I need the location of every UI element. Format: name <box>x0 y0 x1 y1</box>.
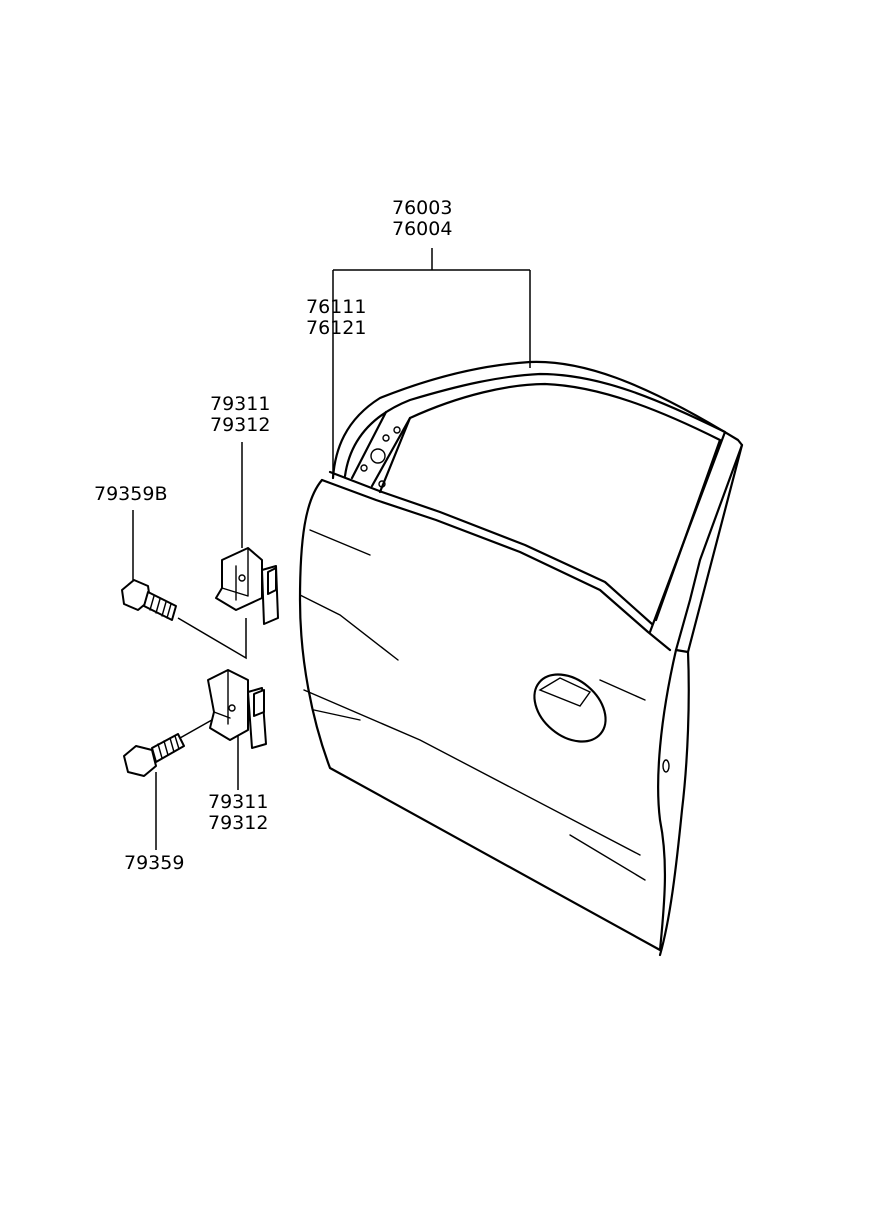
lower-hinge-detail <box>213 669 231 725</box>
frame-hole <box>370 448 386 464</box>
lower-bolt-thread <box>157 735 180 759</box>
upper-hinge <box>215 547 279 625</box>
character-line-lower <box>303 689 641 856</box>
callout-upper-hinge-line2: 79312 <box>210 414 271 436</box>
lower-hinge-hole <box>228 704 236 712</box>
character-line-bottom <box>313 709 361 721</box>
callout-weatherstrip: 76111 76121 <box>306 297 366 339</box>
door-handle-recess <box>533 673 607 743</box>
upper-hinge-hole <box>238 574 246 582</box>
lower-hinge <box>207 669 267 749</box>
upper-hinge-detail <box>221 547 249 601</box>
callout-upper-hinge-line1: 79311 <box>210 393 271 415</box>
frame-hole <box>360 464 368 472</box>
lower-hinge-knuckle <box>253 689 265 717</box>
belt-line-molding <box>320 478 672 652</box>
callout-weatherstrip-line2: 76121 <box>306 317 367 339</box>
callout-lower-hinge-line1: 79311 <box>208 791 269 813</box>
window-frame-outer <box>331 360 744 654</box>
window-glass-edge <box>378 382 722 622</box>
door-handle <box>538 677 592 707</box>
lower-bolt <box>123 733 185 777</box>
door-outer-skin <box>298 478 690 957</box>
frame-hole <box>378 480 386 488</box>
upper-bolt-shank <box>143 591 177 621</box>
leader-upper-bolt-to-hinge <box>177 617 247 660</box>
leader-door-panel <box>332 248 531 478</box>
upper-hinge-knuckle <box>267 567 277 595</box>
window-frame-inner <box>343 372 727 634</box>
callout-lower-bolt: 79359 <box>124 853 184 874</box>
front-door-panel <box>298 360 744 957</box>
frame-hole <box>393 426 401 434</box>
lower-bolt-head <box>123 745 157 777</box>
callout-weatherstrip-line1: 76111 <box>306 296 367 318</box>
callout-lower-hinge-line2: 79312 <box>208 812 269 834</box>
callout-door-panel-line1: 76003 <box>392 197 453 219</box>
division-channel <box>350 410 412 488</box>
rear-latch-hole <box>662 759 670 773</box>
character-line-upper <box>309 529 371 556</box>
character-line-crease <box>299 594 399 661</box>
callout-upper-bolt: 79359B <box>94 484 167 505</box>
callout-lower-bolt-line1: 79359 <box>124 852 185 874</box>
callout-upper-bolt-line1: 79359B <box>94 483 168 505</box>
leader-lines <box>132 248 531 850</box>
callout-door-panel: 76003 76004 <box>392 198 452 240</box>
belt-line-lower <box>328 470 654 626</box>
frame-hole <box>382 434 390 442</box>
callout-lower-hinge: 79311 79312 <box>208 792 268 834</box>
upper-bolt <box>121 579 177 621</box>
upper-bolt-thread <box>149 595 172 619</box>
callout-door-panel-line2: 76004 <box>392 218 453 240</box>
door-rear-edge <box>674 443 744 652</box>
callout-upper-hinge: 79311 79312 <box>210 394 270 436</box>
character-line-rear <box>569 679 646 881</box>
